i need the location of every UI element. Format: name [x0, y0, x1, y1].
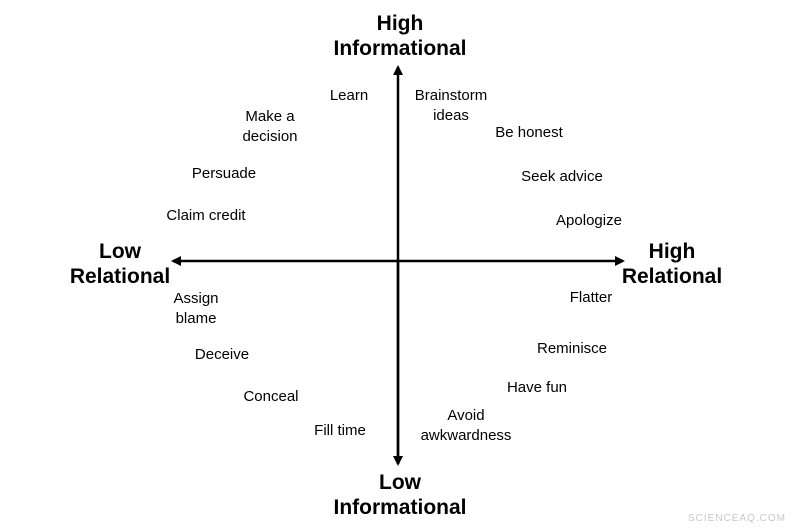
watermark: SCIENCEAQ.COM [687, 513, 786, 524]
term-fill-time: Fill time [314, 422, 366, 439]
term-persuade: Persuade [191, 165, 257, 182]
term-have-fun: Have fun [506, 379, 568, 396]
term-claim-credit: Claim credit [166, 207, 246, 224]
term-flatter: Flatter [569, 289, 613, 306]
term-make-a-decision: Make a decision [242, 108, 298, 145]
term-assign-blame: Assign blame [173, 290, 219, 327]
term-reminisce: Reminisce [536, 340, 608, 357]
term-apologize: Apologize [556, 212, 622, 229]
axis-title-high-informational: High Informational [333, 12, 467, 60]
term-seek-advice: Seek advice [521, 168, 603, 185]
term-conceal: Conceal [243, 388, 299, 405]
term-avoid-awkwardness: Avoid awkwardness [420, 407, 512, 444]
term-be-honest: Be honest [495, 124, 563, 141]
axis-title-high-relational: High Relational [621, 240, 723, 288]
term-learn: Learn [329, 87, 369, 104]
axis-title-low-informational: Low Informational [333, 471, 467, 519]
term-brainstorm-ideas: Brainstorm ideas [414, 87, 488, 124]
axis-title-low-relational: Low Relational [69, 240, 171, 288]
term-deceive: Deceive [194, 346, 250, 363]
